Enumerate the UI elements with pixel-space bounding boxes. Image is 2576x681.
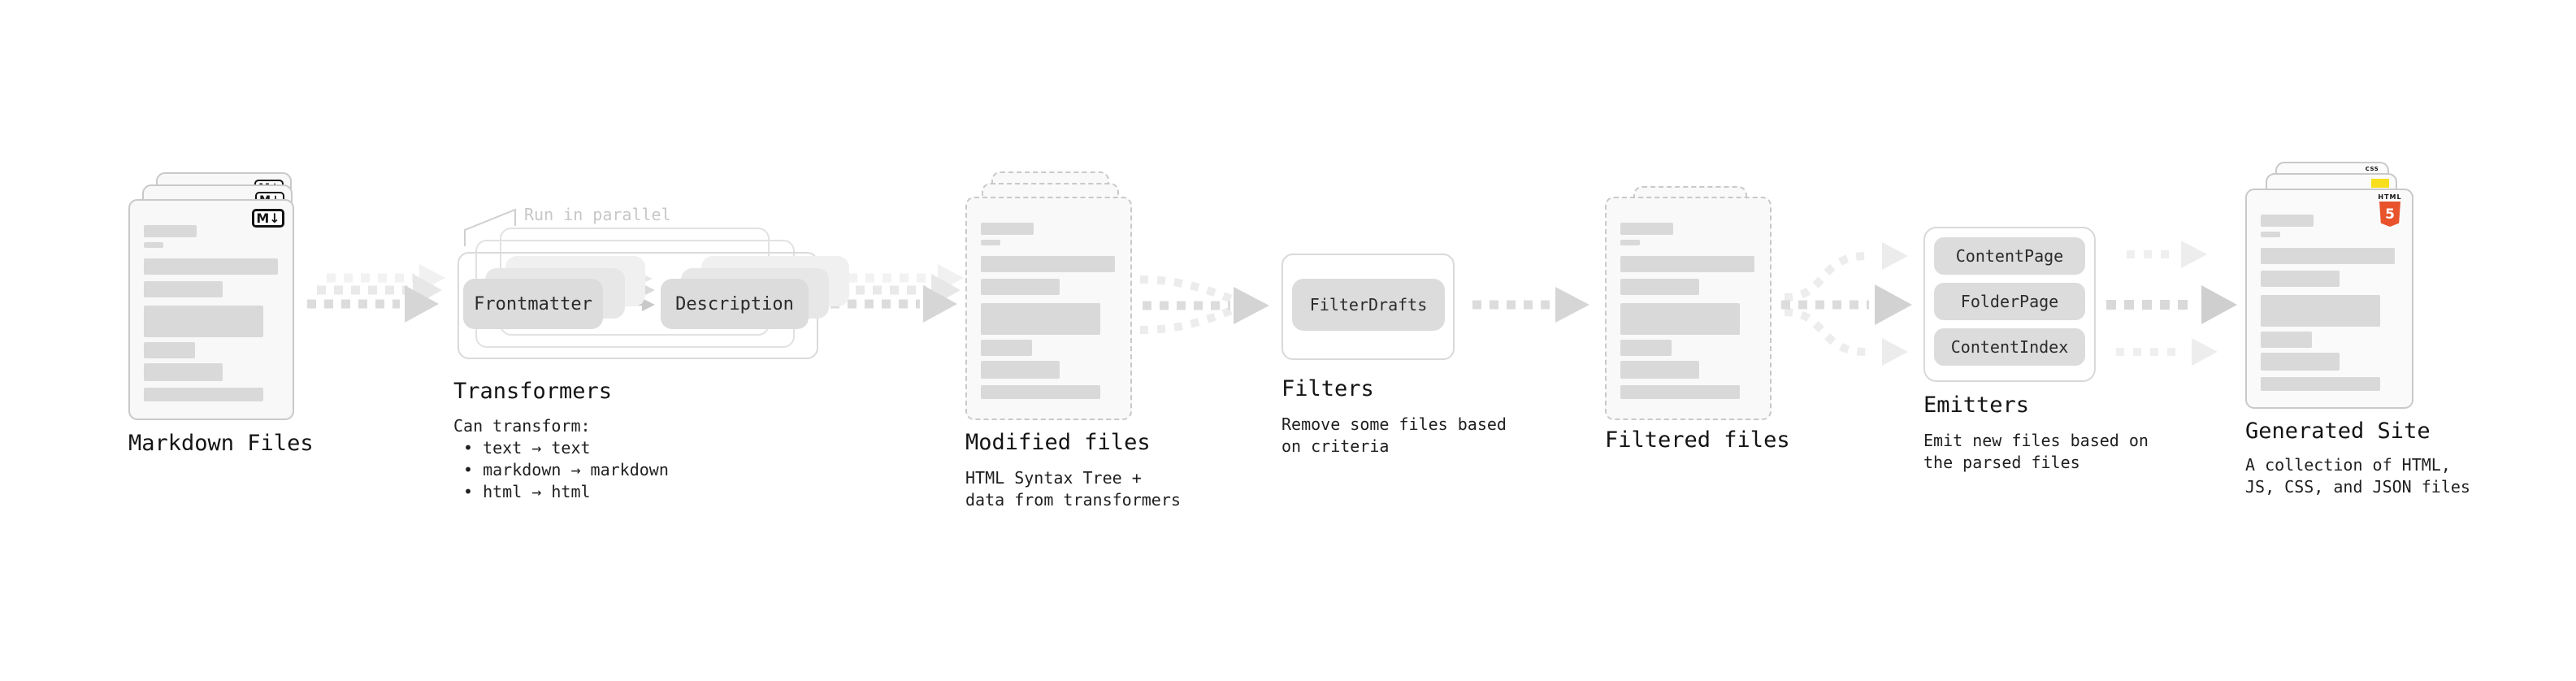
markdown-files-label: Markdown Files: [128, 431, 314, 456]
html5-shield: 5: [2379, 202, 2400, 227]
transformers-label: Transformers: [453, 379, 613, 404]
filters-description: Remove some files based on criteria: [1281, 414, 1507, 456]
arrow-markdown-to-transformers: [307, 264, 445, 323]
filters-label: Filters: [1281, 376, 1374, 401]
run-in-parallel-note: Run in parallel: [524, 205, 671, 224]
generated-html-page: HTML 5: [2245, 189, 2413, 409]
html5-icon: HTML 5: [2378, 193, 2402, 227]
transformers-description-title: Can transform:: [453, 416, 591, 436]
css-badge-text: CSS: [2365, 166, 2379, 172]
document-text-bars: [144, 201, 279, 401]
arrow-modified-to-filters: [1139, 275, 1269, 334]
document-text-bars: [1620, 198, 1756, 399]
stage-generated-site: CSS HTML 5: [2245, 162, 2420, 414]
stage-filtered-files: [1605, 186, 1780, 426]
contentindex-pill: ContentIndex: [1934, 328, 2085, 366]
contentpage-pill: ContentPage: [1934, 237, 2085, 275]
stage-modified-files: [965, 171, 1140, 423]
javascript-icon: [2371, 179, 2389, 188]
transform-bullet: • html → html: [463, 482, 591, 501]
transformers-description: Can transform: • text → text • markdown …: [453, 415, 669, 503]
arrow-emitters-to-generated: [2106, 241, 2237, 366]
html5-badge-label: HTML: [2378, 193, 2402, 201]
transform-bullet: • markdown → markdown: [463, 460, 669, 479]
filtered-files-label: Filtered files: [1605, 427, 1790, 453]
html5-badge-number: 5: [2385, 206, 2395, 223]
modified-files-label: Modified files: [965, 430, 1151, 455]
modified-file-page-front: [965, 197, 1132, 420]
description-pill: Description: [661, 279, 809, 329]
document-text-bars: [981, 198, 1117, 399]
folderpage-pill: FolderPage: [1934, 283, 2085, 320]
generated-site-label: Generated Site: [2245, 419, 2431, 444]
generated-site-description: A collection of HTML, JS, CSS, and JSON …: [2245, 455, 2470, 497]
filterdrafts-pill: FilterDrafts: [1292, 279, 1445, 331]
markdown-file-page-front: M↓: [128, 199, 294, 420]
frontmatter-pill: Frontmatter: [463, 279, 603, 329]
emitters-label: Emitters: [1923, 393, 2030, 418]
arrow-filtered-to-emitters: [1781, 242, 1912, 366]
arrow-transformers-to-modified: [830, 264, 964, 323]
document-text-bars: [2261, 190, 2398, 391]
run-in-parallel-callout-line: [464, 208, 516, 246]
modified-files-description: HTML Syntax Tree + data from transformer…: [965, 468, 1181, 510]
arrow-filters-to-filtered: [1472, 287, 1589, 323]
filtered-file-page-front: [1605, 197, 1772, 420]
emitters-description: Emit new files based on the parsed files: [1923, 431, 2149, 472]
transform-bullet: • text → text: [463, 438, 591, 458]
markdown-icon: M↓: [252, 209, 284, 228]
markdown-badge-text: M↓: [256, 210, 280, 226]
stage-markdown-files: M↓ M↓ M↓: [128, 172, 307, 424]
